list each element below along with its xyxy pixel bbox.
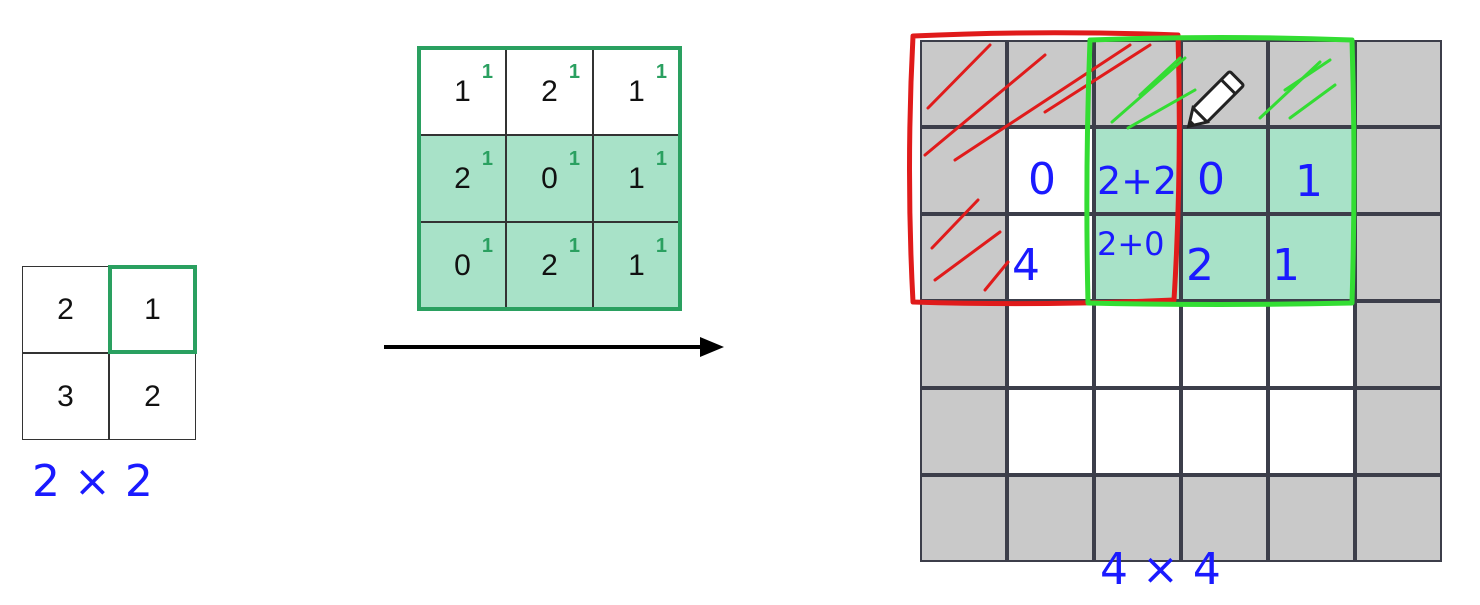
output-cell <box>1007 127 1094 214</box>
output-size-label: 4 × 4 <box>1100 544 1221 595</box>
pencil-icon <box>1186 70 1245 129</box>
output-value: 2+0 <box>1097 225 1165 263</box>
input-cell: 2 <box>22 266 109 353</box>
kernel-value: 2 <box>541 74 558 108</box>
output-cell <box>1094 388 1181 475</box>
output-cell <box>1181 301 1268 388</box>
kernel-value: 0 <box>454 248 471 282</box>
output-cell <box>1355 40 1442 127</box>
output-value: 4 <box>1012 240 1040 291</box>
output-value: 0 <box>1197 154 1225 205</box>
red-hatching <box>923 43 1152 292</box>
output-cell <box>1268 388 1355 475</box>
green-window-box <box>1084 35 1357 307</box>
output-cell <box>1094 301 1181 388</box>
output-cell <box>1181 214 1268 301</box>
input-cell: 3 <box>22 353 109 440</box>
output-cell <box>1355 388 1442 475</box>
kernel-value: 0 <box>541 161 558 195</box>
output-cell <box>1268 127 1355 214</box>
output-value: 2 <box>1186 240 1214 291</box>
output-value: 1 <box>1295 156 1323 207</box>
output-cell <box>1355 301 1442 388</box>
output-cell <box>1268 301 1355 388</box>
kernel-value: 1 <box>454 74 471 108</box>
output-cell <box>1181 127 1268 214</box>
output-cell <box>1181 388 1268 475</box>
input-cell: 2 <box>109 353 196 440</box>
kernel-value: 1 <box>628 248 645 282</box>
kernel-weight: 1 <box>655 148 667 170</box>
kernel-weight: 1 <box>568 235 580 257</box>
kernel-value: 1 <box>628 161 645 195</box>
kernel-weight: 1 <box>481 148 493 170</box>
arrow-right-icon <box>384 337 724 357</box>
kernel-weight: 1 <box>481 61 493 83</box>
output-cell <box>1007 388 1094 475</box>
output-cell <box>920 475 1007 562</box>
output-cell <box>1007 40 1094 127</box>
output-cell <box>1268 475 1355 562</box>
kernel-value: 2 <box>541 248 558 282</box>
kernel-weight: 1 <box>481 235 493 257</box>
kernel-weight: 1 <box>568 61 580 83</box>
output-cell <box>1007 214 1094 301</box>
output-cell <box>920 388 1007 475</box>
input-size-label: 2 × 2 <box>32 456 153 507</box>
output-value: 1 <box>1272 240 1300 291</box>
output-cell <box>1094 475 1181 562</box>
output-cell <box>1181 475 1268 562</box>
output-cell <box>1355 475 1442 562</box>
output-cell <box>920 40 1007 127</box>
green-hatching <box>1110 56 1337 130</box>
output-cell <box>920 301 1007 388</box>
output-cell <box>1007 475 1094 562</box>
kernel-weight: 1 <box>568 148 580 170</box>
kernel-value: 1 <box>628 74 645 108</box>
output-value: 2+2 <box>1097 159 1178 203</box>
red-window-box <box>907 30 1182 307</box>
kernel-outline <box>417 46 682 311</box>
output-value: 0 <box>1028 154 1056 205</box>
kernel-weight: 1 <box>655 61 667 83</box>
kernel-weight: 1 <box>655 235 667 257</box>
output-cell <box>1355 214 1442 301</box>
kernel-value: 2 <box>454 161 471 195</box>
input-highlight-box <box>108 265 197 354</box>
